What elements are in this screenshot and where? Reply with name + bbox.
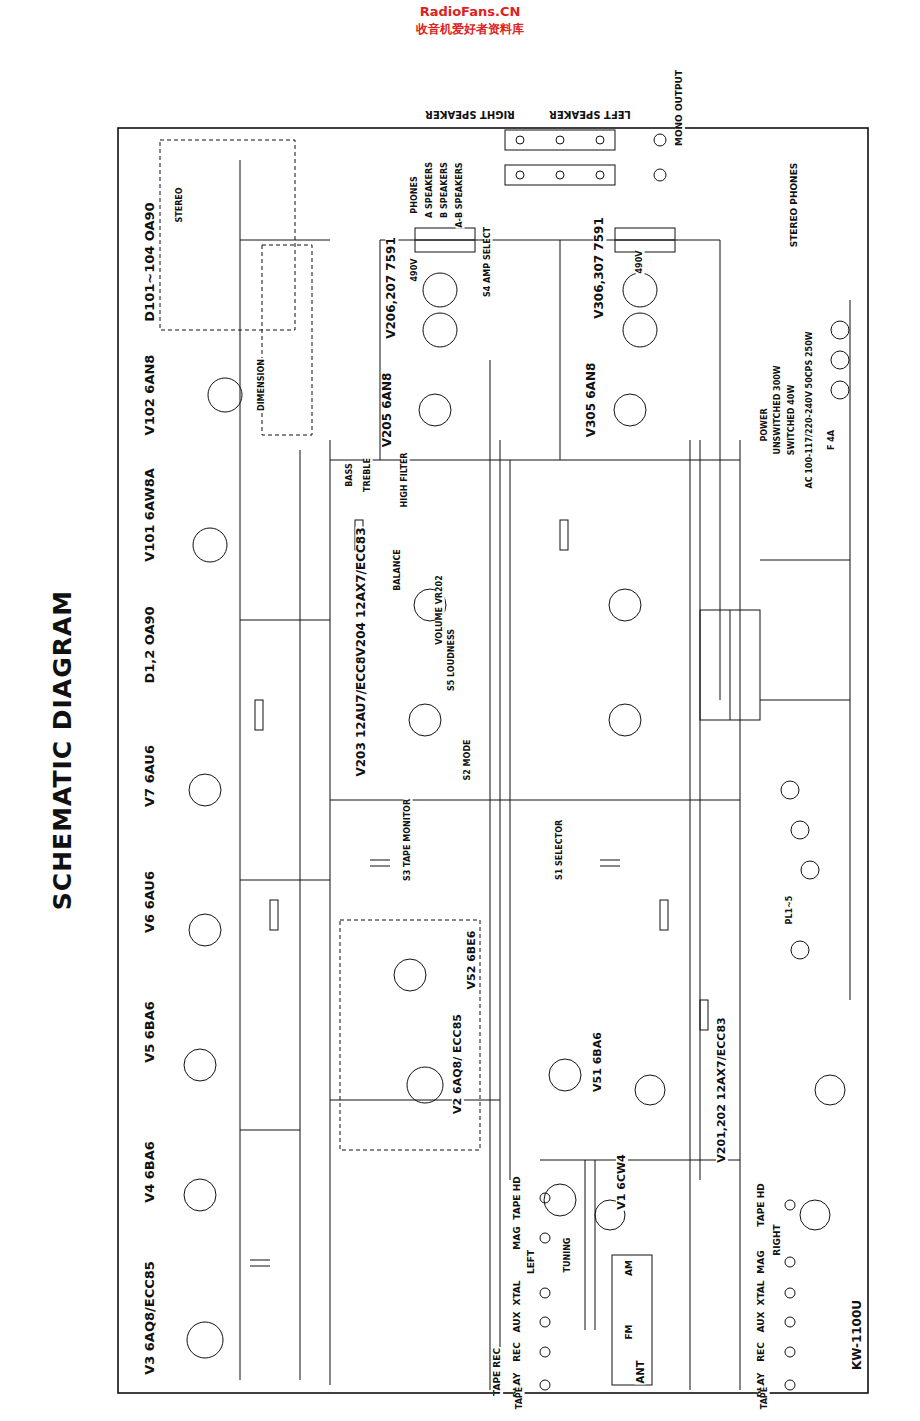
part-label: S2 MODE xyxy=(464,739,473,782)
part-label: VOLUME VR202 xyxy=(436,574,445,645)
part-label: TAPE xyxy=(761,1386,770,1410)
tube-symbols xyxy=(184,273,845,1358)
part-label: V5 6BA6 xyxy=(143,1000,157,1064)
part-label: XTAL xyxy=(757,1279,767,1306)
part-label: V305 6AN8 xyxy=(585,362,598,439)
part-label: S1 SELECTOR xyxy=(556,819,565,881)
watermark: RadioFans.CN xyxy=(419,5,522,19)
part-label: LEFT xyxy=(527,1249,537,1275)
part-label: STEREO xyxy=(176,186,185,223)
power-transformer xyxy=(700,610,760,720)
part-label: TAPE HD xyxy=(757,1182,767,1227)
fm-frontend-shield xyxy=(340,920,480,1150)
part-label: V204 12AX7/ECC83 xyxy=(355,527,368,658)
part-label: D1,2 OA90 xyxy=(143,605,157,684)
speaker-terminals xyxy=(505,130,666,185)
part-label: 490V xyxy=(636,250,645,275)
wires xyxy=(240,160,850,1390)
part-label: RIGHT xyxy=(773,1223,783,1256)
part-label: RIGHT SPEAKER xyxy=(424,109,516,120)
watermark: 收音机爱好者资料库 xyxy=(415,23,525,36)
part-label: A SPEAKERS xyxy=(426,161,435,219)
part-label: V101 6AW8A xyxy=(143,467,157,563)
part-label: POWER xyxy=(761,407,770,442)
part-label: TAPE xyxy=(516,1386,525,1410)
components xyxy=(250,520,708,1266)
part-label: KW-1100U xyxy=(851,1299,864,1371)
part-label: V306,307 7591 xyxy=(593,216,606,320)
pilot-lamps xyxy=(781,321,849,959)
part-label: TREBLE xyxy=(364,457,373,493)
part-label: REC xyxy=(757,1341,767,1363)
part-label: 490V xyxy=(411,258,420,283)
part-label: V2 6AQ8/ ECC85 xyxy=(452,1013,464,1115)
part-label: AUX xyxy=(513,1311,523,1334)
part-label: V7 6AU6 xyxy=(143,744,157,808)
part-label: F 4A xyxy=(828,429,837,451)
part-label: AM xyxy=(625,1259,635,1277)
antenna-terminal xyxy=(612,1255,652,1385)
part-label: V203 12AU7/ECC82 xyxy=(355,646,368,777)
part-label: V3 6AQ8/ECC85 xyxy=(143,1260,157,1376)
part-label: V51 6BA6 xyxy=(592,1031,604,1093)
part-label: MAG xyxy=(757,1249,767,1274)
part-label: V205 6AN8 xyxy=(381,372,394,449)
part-label: MONO OUTPUT xyxy=(675,69,685,147)
part-label: HIGH FILTER xyxy=(401,451,410,508)
part-label: PL1~5 xyxy=(786,895,795,926)
part-label: V52 6BE6 xyxy=(466,930,478,991)
output-transformers xyxy=(415,228,675,252)
diagram-title: SCHEMATIC DIAGRAM xyxy=(48,590,77,910)
part-label: S5 LOUDNESS xyxy=(448,628,457,692)
part-label: PHONES xyxy=(411,175,420,214)
part-label: STEREO PHONES xyxy=(790,162,800,249)
part-label: SWITCHED 40W xyxy=(788,384,797,456)
part-label: V1 6CW4 xyxy=(616,1153,628,1211)
part-label: AC 100-117/220-240V 50CPS 250W xyxy=(806,330,815,489)
part-label: TAPE HD xyxy=(513,1175,523,1220)
part-label: REC xyxy=(513,1341,523,1363)
part-label: BALANCE xyxy=(394,548,403,592)
part-label: D101~104 OA90 xyxy=(143,201,157,322)
part-label: XTAL xyxy=(513,1279,523,1306)
part-label: DIMENSION xyxy=(258,358,267,412)
part-label: FM xyxy=(625,1323,635,1340)
part-label: V102 6AN8 xyxy=(143,354,157,437)
part-label: MAG xyxy=(513,1225,523,1250)
part-label: B SPEAKERS xyxy=(441,161,450,219)
part-label: V201,202 12AX7/ECC83 xyxy=(716,1016,728,1163)
frame xyxy=(118,128,868,1393)
part-label: S4 AMP SELECT xyxy=(484,226,493,298)
coil-shield xyxy=(262,245,312,435)
part-label: A-B SPEAKERS xyxy=(456,161,465,228)
part-label: TUNING xyxy=(564,1237,573,1274)
part-label: V206,207 7591 xyxy=(385,236,398,340)
part-label: TAPE REC xyxy=(493,1347,503,1397)
part-label: ANT xyxy=(635,1360,646,1385)
part-label: AUX xyxy=(757,1311,767,1334)
part-label: UNSWITCHED 300W xyxy=(774,364,783,455)
tuning-capacitor xyxy=(585,1160,595,1330)
part-label: S3 TAPE MONITOR xyxy=(404,798,413,882)
part-label: V4 6BA6 xyxy=(143,1140,157,1204)
mpx-shield xyxy=(160,140,295,330)
part-label: V6 6AU6 xyxy=(143,870,157,934)
part-label: LEFT SPEAKER xyxy=(548,109,632,120)
part-label: BASS xyxy=(346,462,355,487)
